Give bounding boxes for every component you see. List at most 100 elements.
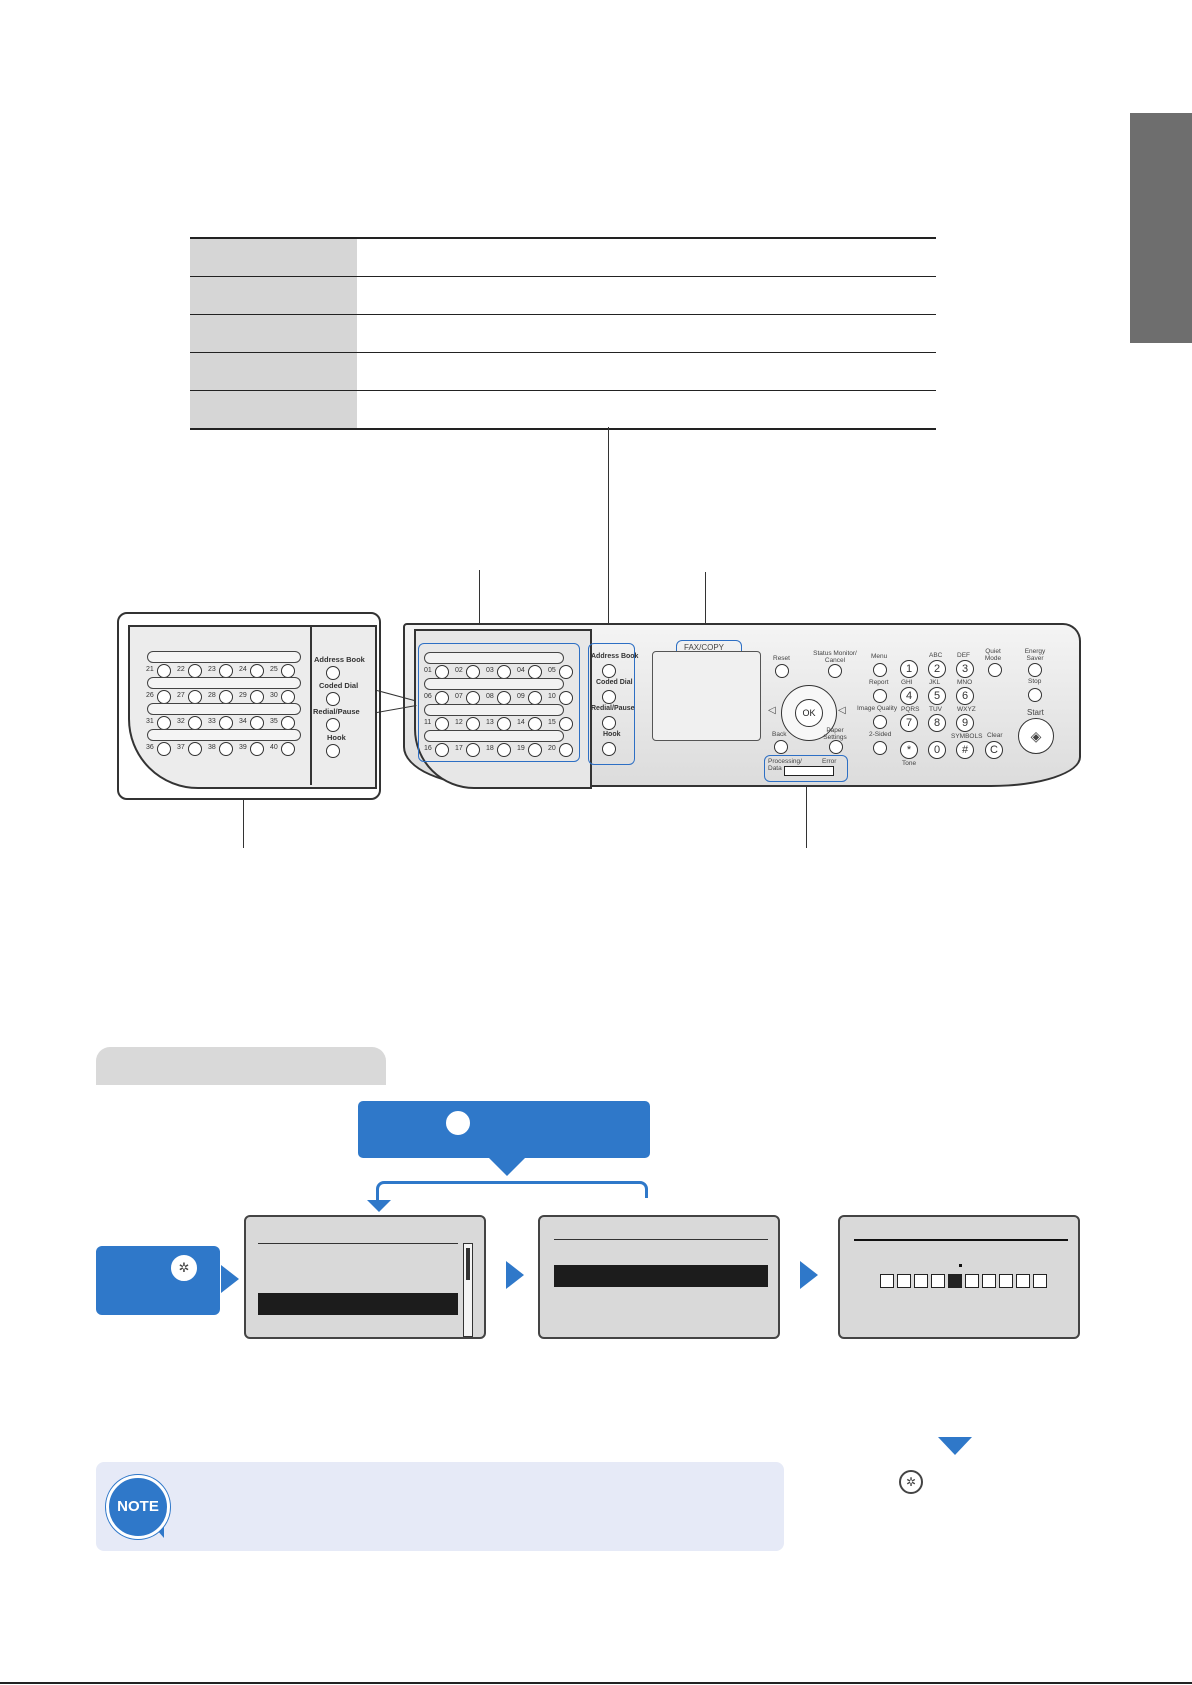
zoom-key-number: 35: [270, 718, 278, 725]
zoom-redial-pause-button: [326, 718, 340, 732]
menu-button[interactable]: [873, 663, 887, 677]
zoom-key-32: [188, 716, 202, 730]
one-touch-key-16[interactable]: [435, 743, 449, 757]
zoom-label-strip: [147, 677, 301, 689]
zoom-divider: [310, 625, 312, 785]
zoom-key-number: 22: [177, 666, 185, 673]
keypad-key-8[interactable]: 8: [928, 714, 946, 732]
step-number-circle: [446, 1111, 470, 1135]
zoom-key-28: [219, 690, 233, 704]
lcd-display: [652, 651, 761, 741]
right-arrow-icon: [506, 1261, 524, 1289]
coded-dial-button[interactable]: [602, 690, 616, 704]
one-touch-key-04[interactable]: [528, 665, 542, 679]
keypad-key-*[interactable]: *: [900, 741, 918, 759]
one-touch-key-13[interactable]: [497, 717, 511, 731]
two-sided-button[interactable]: [873, 741, 887, 755]
zoom-coded-dial-button: [326, 692, 340, 706]
hook-button[interactable]: [602, 742, 616, 756]
zoom-label-strip: [147, 651, 301, 663]
one-touch-key-20[interactable]: [559, 743, 573, 757]
zoom-hook-button: [326, 744, 340, 758]
one-touch-key-03[interactable]: [497, 665, 511, 679]
one-touch-number: 14: [517, 719, 525, 726]
keypad-key-5[interactable]: 5: [928, 687, 946, 705]
leader-line: [608, 427, 609, 637]
keypad-letters: WXYZ: [957, 706, 976, 713]
volume-down-icon: ◁: [768, 705, 776, 716]
keypad-key-3[interactable]: 3: [956, 660, 974, 678]
one-touch-key-15[interactable]: [559, 717, 573, 731]
keypad-key-1[interactable]: 1: [900, 660, 918, 678]
one-touch-highlight: [418, 643, 580, 762]
return-bracket: [376, 1181, 648, 1206]
note-box: [96, 1462, 784, 1551]
one-touch-key-12[interactable]: [466, 717, 480, 731]
status-monitor-button[interactable]: [828, 664, 842, 678]
clear-button[interactable]: C: [985, 741, 1003, 759]
keypad-letters: ABC: [929, 652, 943, 659]
redial-pause-button[interactable]: [602, 716, 616, 730]
zoom-label-strip: [147, 729, 301, 741]
one-touch-number: 17: [455, 745, 463, 752]
reset-button[interactable]: [775, 664, 789, 678]
one-touch-key-11[interactable]: [435, 717, 449, 731]
one-touch-key-01[interactable]: [435, 665, 449, 679]
keypad-key-#[interactable]: #: [956, 741, 974, 759]
lcd-screen-menu: [244, 1215, 486, 1339]
keypad-key-9[interactable]: 9: [956, 714, 974, 732]
energy-saver-button[interactable]: [1028, 663, 1042, 677]
one-touch-key-06[interactable]: [435, 691, 449, 705]
table-row: [190, 315, 936, 353]
reset-label: Reset: [773, 655, 790, 662]
keypad-key-2[interactable]: 2: [928, 660, 946, 678]
status-monitor-label: Status Monitor/ Cancel: [813, 650, 857, 664]
address-book-button[interactable]: [602, 664, 616, 678]
one-touch-key-10[interactable]: [559, 691, 573, 705]
one-touch-key-19[interactable]: [528, 743, 542, 757]
table-row: [190, 239, 936, 277]
one-touch-key-08[interactable]: [497, 691, 511, 705]
pin-digit-box: [1016, 1274, 1030, 1288]
keypad-key-4[interactable]: 4: [900, 687, 918, 705]
zoom-key-number: 39: [239, 744, 247, 751]
zoom-key-number: 38: [208, 744, 216, 751]
one-touch-key-14[interactable]: [528, 717, 542, 731]
one-touch-label-strip: [424, 678, 564, 690]
one-touch-number: 13: [486, 719, 494, 726]
zoom-key-34: [250, 716, 264, 730]
right-arrow-icon: [221, 1265, 239, 1293]
zoom-key-number: 21: [146, 666, 154, 673]
one-touch-key-07[interactable]: [466, 691, 480, 705]
paper-settings-button[interactable]: [829, 740, 843, 754]
keypad-key-7[interactable]: 7: [900, 714, 918, 732]
one-touch-key-02[interactable]: [466, 665, 480, 679]
keypad-letters: JKL: [929, 679, 941, 686]
pin-digit-box: [880, 1274, 894, 1288]
keypad-key-6[interactable]: 6: [956, 687, 974, 705]
zoom-key-36: [157, 742, 171, 756]
stop-button[interactable]: [1028, 688, 1042, 702]
start-button[interactable]: ◈: [1018, 718, 1054, 754]
image-quality-button[interactable]: [873, 715, 887, 729]
one-touch-key-09[interactable]: [528, 691, 542, 705]
zoom-key-number: 40: [270, 744, 278, 751]
one-touch-number: 03: [486, 667, 494, 674]
page-bottom-rule: [0, 1682, 1192, 1684]
one-touch-number: 02: [455, 667, 463, 674]
zoom-key-30: [281, 690, 295, 704]
one-touch-key-05[interactable]: [559, 665, 573, 679]
zoom-key-number: 25: [270, 666, 278, 673]
quiet-mode-button[interactable]: [988, 663, 1002, 677]
back-button[interactable]: [774, 740, 788, 754]
zoom-key-39: [250, 742, 264, 756]
one-touch-key-17[interactable]: [466, 743, 480, 757]
keypad-key-0[interactable]: 0: [928, 741, 946, 759]
pin-digit-box: [931, 1274, 945, 1288]
section-heading-tab: [96, 1047, 386, 1085]
zoom-key-37: [188, 742, 202, 756]
report-button[interactable]: [873, 689, 887, 703]
one-touch-key-18[interactable]: [497, 743, 511, 757]
processing-data-label: Processing/ Data: [768, 758, 802, 772]
ok-button[interactable]: OK: [795, 699, 823, 727]
